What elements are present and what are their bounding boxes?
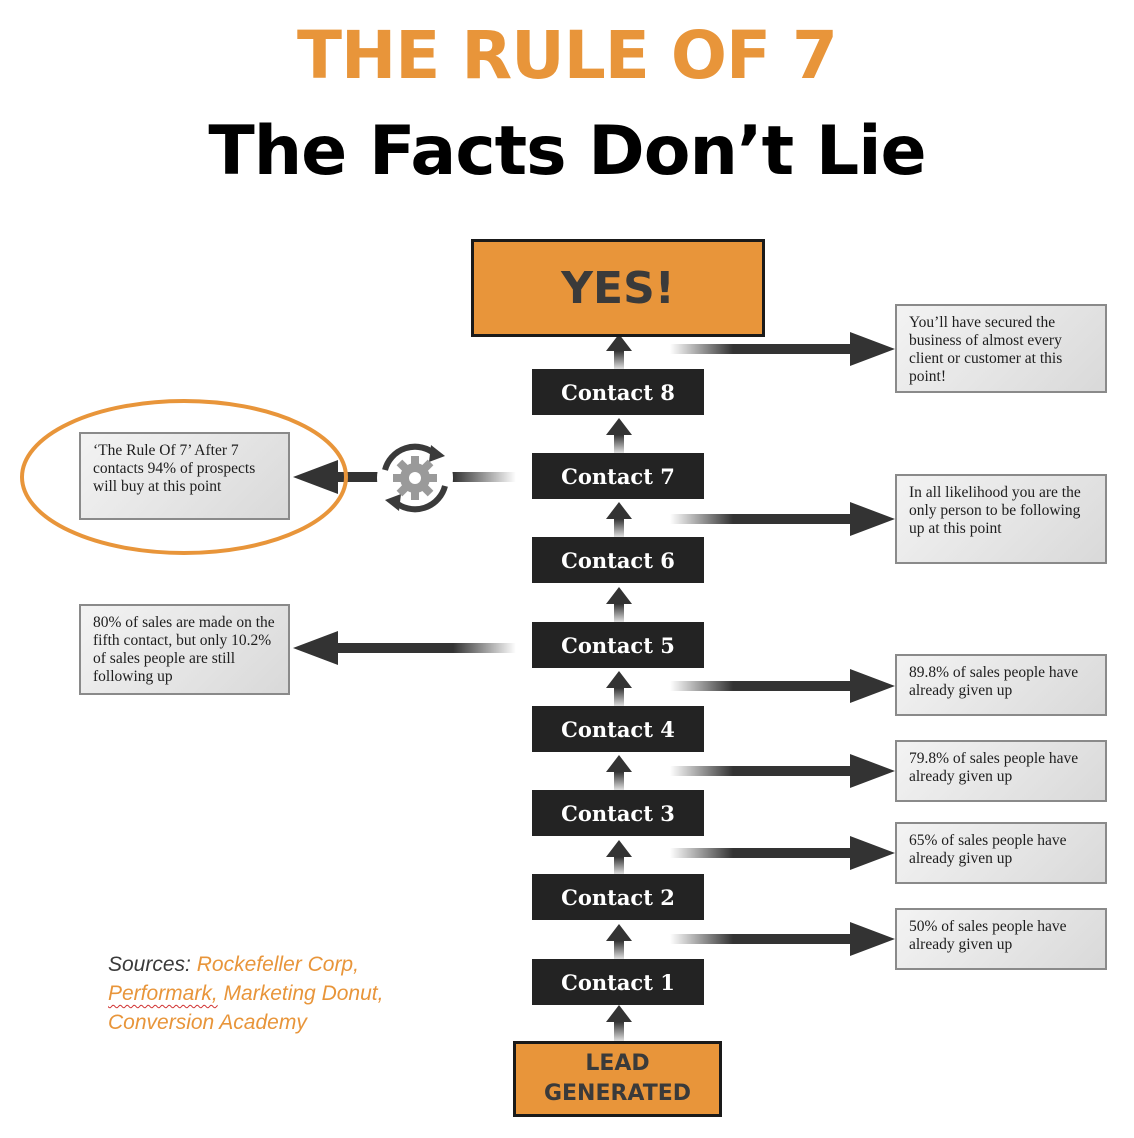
contact-6-box: Contact 6 bbox=[532, 537, 704, 583]
up-arrow bbox=[606, 418, 632, 453]
note-contact-4: 89.8% of sales people have already given… bbox=[895, 654, 1107, 716]
lead-generated-box: LEAD GENERATED bbox=[513, 1041, 722, 1117]
note-contact-8: You’ll have secured the business of almo… bbox=[895, 304, 1107, 393]
page-subtitle: The Facts Don’t Lie bbox=[208, 112, 926, 191]
right-arrow bbox=[670, 922, 895, 956]
up-arrow bbox=[606, 755, 632, 790]
yes-box: YES! bbox=[471, 239, 765, 337]
lead-line-2: GENERATED bbox=[543, 1081, 692, 1106]
gear-refresh-icon bbox=[377, 440, 453, 516]
contact-8-box: Contact 8 bbox=[532, 369, 704, 415]
up-arrow bbox=[606, 671, 632, 706]
up-arrow bbox=[606, 924, 632, 959]
right-arrow bbox=[670, 836, 895, 870]
contact-1-box: Contact 1 bbox=[532, 959, 704, 1005]
lead-line-1: LEAD bbox=[585, 1051, 650, 1076]
up-arrow bbox=[606, 334, 632, 369]
contact-4-box: Contact 4 bbox=[532, 706, 704, 752]
up-arrow bbox=[606, 502, 632, 537]
sources-label: Sources: bbox=[108, 953, 191, 976]
source-item: Rockefeller Corp, bbox=[196, 953, 359, 976]
sources-citation: Sources: Rockefeller Corp, Performark, M… bbox=[108, 950, 448, 1037]
right-arrow bbox=[670, 669, 895, 703]
contact-7-box: Contact 7 bbox=[532, 453, 704, 499]
source-item: Marketing Donut, bbox=[223, 982, 384, 1005]
right-arrow bbox=[670, 754, 895, 788]
up-arrow bbox=[606, 587, 632, 622]
right-arrow bbox=[670, 502, 895, 536]
contact-3-box: Contact 3 bbox=[532, 790, 704, 836]
note-contact-2: 65% of sales people have already given u… bbox=[895, 822, 1107, 884]
page-title: THE RULE OF 7 bbox=[297, 17, 838, 94]
left-arrow bbox=[293, 631, 516, 665]
right-arrow bbox=[670, 332, 895, 366]
source-item: Performark, bbox=[108, 982, 218, 1005]
contact-5-box: Contact 5 bbox=[532, 622, 704, 668]
note-contact-3: 79.8% of sales people have already given… bbox=[895, 740, 1107, 802]
note-contact-6: In all likelihood you are the only perso… bbox=[895, 474, 1107, 564]
note-rule-of-7: ‘The Rule Of 7’ After 7 contacts 94% of … bbox=[79, 432, 290, 520]
note-contact-1: 50% of sales people have already given u… bbox=[895, 908, 1107, 970]
contact-2-box: Contact 2 bbox=[532, 874, 704, 920]
source-item: Conversion Academy bbox=[108, 1011, 307, 1034]
up-arrow bbox=[606, 1005, 632, 1041]
note-contact-5: 80% of sales are made on the fifth conta… bbox=[79, 604, 290, 695]
up-arrow bbox=[606, 840, 632, 874]
